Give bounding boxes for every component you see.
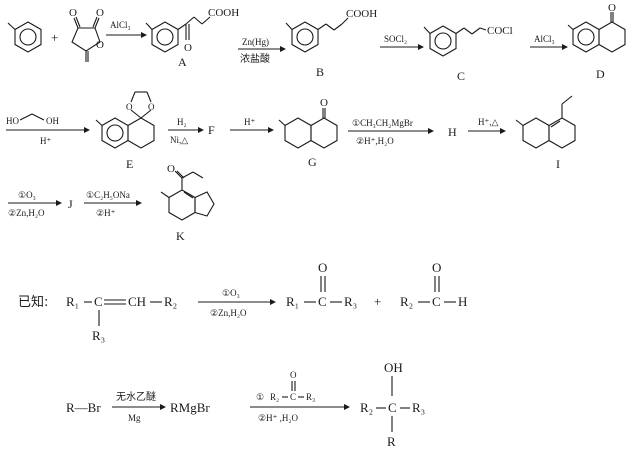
known2-step2: ②H⁺ ,H₂O bbox=[258, 413, 298, 423]
arrow-6-reagent-top: H₂ bbox=[177, 117, 187, 127]
known2-product-c: C bbox=[388, 400, 397, 415]
compound-E: O O E bbox=[95, 91, 155, 171]
plus-sign: + bbox=[51, 30, 58, 45]
A-ketone-oxygen: O bbox=[184, 42, 192, 54]
arrow-4-reagent: AlCl₃ bbox=[534, 34, 555, 44]
compound-I: I bbox=[515, 95, 576, 171]
label-G: G bbox=[308, 155, 317, 169]
label-H: H bbox=[448, 125, 457, 139]
arrow-9: H⁺,△ bbox=[468, 117, 506, 134]
arrow-11: ①C₂H₅ONa ②H⁺ bbox=[84, 190, 142, 218]
known1-r1: R₁ bbox=[66, 294, 79, 309]
B-cooh: COOH bbox=[346, 8, 377, 20]
label-I: I bbox=[556, 157, 560, 171]
diol-ho: HO bbox=[6, 116, 19, 126]
compound-C: COCl C bbox=[423, 25, 513, 83]
arrow-2: Zn(Hg) 浓盐酸 bbox=[238, 37, 286, 65]
label-B: B bbox=[316, 65, 324, 79]
arrow-1: AlCl₃ bbox=[106, 20, 147, 38]
arrow-7: H⁺ bbox=[230, 117, 274, 133]
known1-plus: + bbox=[374, 294, 381, 309]
known1-ch: CH bbox=[128, 294, 146, 309]
arrow-8: ①CH₃CH₂MgBr ②H⁺,H₂O bbox=[348, 118, 434, 146]
known1-product-r3: R₃ bbox=[344, 294, 357, 309]
D-ketone-oxygen: O bbox=[608, 2, 616, 14]
known2-reagent-below: Mg bbox=[128, 413, 141, 423]
label-K: K bbox=[176, 229, 185, 243]
known2-step1-r2: R₂ bbox=[270, 392, 279, 402]
arrow-3-reagent: SOCl₂ bbox=[384, 34, 407, 44]
A-cooh: COOH bbox=[208, 7, 239, 19]
known2-step1-o: O bbox=[290, 370, 297, 380]
arrow-7-reagent: H⁺ bbox=[244, 117, 255, 127]
known2-step1-r3: R₃ bbox=[306, 392, 315, 402]
arrow-11-reagent-bottom: ②H⁺ bbox=[96, 208, 116, 218]
known-prefix: 已知: bbox=[18, 294, 48, 310]
known1-product-c: C bbox=[318, 294, 327, 309]
label-F: F bbox=[208, 123, 215, 137]
known1-product2-h: H bbox=[458, 294, 467, 309]
label-D: D bbox=[596, 67, 605, 81]
known2-product-r3: R₃ bbox=[412, 400, 425, 415]
known1-product2-r2: R₂ bbox=[400, 294, 413, 309]
arrow-3: SOCl₂ bbox=[380, 34, 424, 50]
known1-c1: C bbox=[94, 294, 103, 309]
arrow-8-reagent-top: ①CH₃CH₂MgBr bbox=[352, 118, 413, 128]
arrow-10-reagent-bottom: ②Zn,H₂O bbox=[8, 208, 45, 218]
compound-B: COOH B bbox=[285, 8, 377, 79]
arrow-1-reagent: AlCl₃ bbox=[110, 20, 131, 30]
arrow-5-reagent: H⁺ bbox=[40, 136, 51, 146]
arrow-11-reagent-top: ①C₂H₅ONa bbox=[86, 190, 130, 200]
C-cocl: COCl bbox=[487, 25, 513, 37]
known2-product-r: R bbox=[387, 434, 396, 449]
known1-product-o: O bbox=[318, 260, 327, 275]
G-ketone-oxygen: O bbox=[320, 97, 328, 109]
arrow-5: HO OH H⁺ bbox=[6, 113, 90, 146]
known1-r3: R₃ bbox=[92, 328, 105, 343]
label-J: J bbox=[68, 197, 73, 211]
compound-G: O G bbox=[278, 97, 338, 169]
compound-K: O K bbox=[160, 163, 215, 243]
known1-product-r1: R₁ bbox=[286, 294, 299, 309]
arrow-2-reagent-bottom: 浓盐酸 bbox=[240, 52, 270, 65]
label-A: A bbox=[178, 55, 187, 69]
toluene-structure bbox=[7, 21, 42, 53]
known2-reagent-above: 无水乙醚 bbox=[116, 390, 156, 403]
label-C: C bbox=[457, 69, 465, 83]
known1-product2-o: O bbox=[432, 260, 441, 275]
diol-oh: OH bbox=[46, 116, 59, 126]
arrow-10: ①O₃ ②Zn,H₂O bbox=[8, 190, 62, 218]
known1-reagent-bottom: ②Zn,H₂O bbox=[210, 308, 247, 318]
label-E: E bbox=[126, 157, 133, 171]
E-dioxolane-o-right: O bbox=[148, 102, 155, 112]
anhydride-oxygen-top-right: O bbox=[96, 7, 104, 19]
E-dioxolane-o-left: O bbox=[126, 102, 133, 112]
known2-step1-num: ① bbox=[256, 392, 264, 402]
known2-product-oh: OH bbox=[384, 360, 403, 375]
known2-step1-c: C bbox=[290, 392, 296, 402]
known-reaction-1: 已知: R₁ C CH R₂ R₃ ①O₃ ②Zn,H₂O R₁ C O R₃ … bbox=[18, 260, 467, 343]
arrow-6: H₂ Ni,△ bbox=[168, 117, 204, 145]
known2-product-r2: R₂ bbox=[360, 400, 373, 415]
arrow-10-reagent-top: ①O₃ bbox=[18, 190, 36, 200]
known-reaction-2: R—Br 无水乙醚 Mg RMgBr ① R₂ C O R₃ ②H⁺ ,H₂O … bbox=[66, 360, 425, 449]
succinic-anhydride-structure: O O O bbox=[69, 7, 104, 62]
arrow-4: AlCl₃ bbox=[530, 34, 568, 50]
arrow-2-reagent-top: Zn(Hg) bbox=[242, 37, 269, 47]
arrow-9-reagent: H⁺,△ bbox=[478, 117, 499, 127]
compound-D: O D bbox=[567, 2, 626, 81]
anhydride-oxygen-top-left: O bbox=[69, 7, 77, 19]
known1-r2: R₂ bbox=[164, 294, 177, 309]
known2-rmgbr: RMgBr bbox=[170, 400, 210, 415]
known1-product2-c: C bbox=[432, 294, 441, 309]
K-ketone-oxygen: O bbox=[167, 163, 175, 175]
known2-rbr: R—Br bbox=[66, 400, 101, 415]
known1-reagent-top: ①O₃ bbox=[222, 288, 240, 298]
arrow-8-reagent-bottom: ②H⁺,H₂O bbox=[356, 136, 394, 146]
arrow-6-reagent-bottom: Ni,△ bbox=[170, 135, 188, 145]
anhydride-oxygen-ring: O bbox=[96, 39, 104, 51]
compound-A: O COOH A bbox=[145, 7, 239, 69]
